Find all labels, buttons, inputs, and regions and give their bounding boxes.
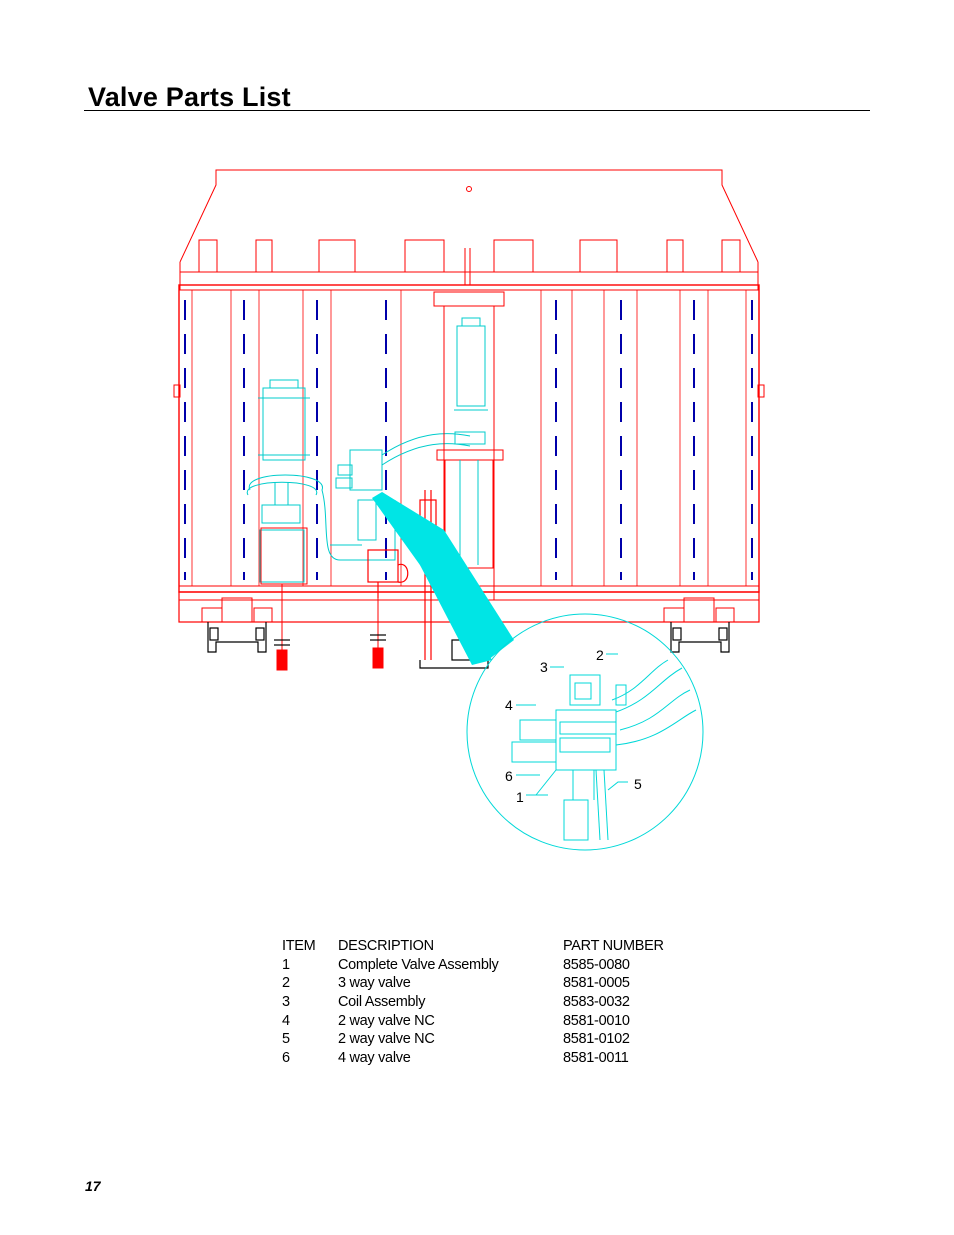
slat-marks [184, 300, 753, 580]
table-row: 6 4 way valve 8581-0011 [282, 1050, 693, 1069]
callout-3: 3 [540, 659, 548, 675]
parts-table: ITEM DESCRIPTION PART NUMBER 1 Complete … [282, 938, 693, 1069]
callout-1: 1 [516, 789, 524, 805]
row-description: Complete Valve Assembly [338, 956, 499, 973]
row-description: 2 way valve NC [338, 1012, 435, 1029]
row-part-number: 8581-0005 [563, 975, 630, 992]
row-part-number: 8581-0011 [563, 1050, 629, 1067]
row-item: 2 [282, 975, 290, 992]
row-part-number: 8581-0010 [563, 1012, 630, 1029]
table-row: 5 2 way valve NC 8581-0102 [282, 1031, 693, 1050]
callout-5: 5 [634, 776, 642, 792]
callout-2: 2 [596, 647, 604, 663]
row-part-number: 8581-0102 [563, 1031, 630, 1048]
row-part-number: 8585-0080 [563, 956, 630, 973]
callout-4: 4 [505, 697, 513, 713]
table-row: 1 Complete Valve Assembly 8585-0080 [282, 957, 693, 976]
detail-view [466, 613, 704, 851]
table-row: 4 2 way valve NC 8581-0010 [282, 1013, 693, 1032]
callout-6: 6 [505, 768, 513, 784]
header-item: ITEM [282, 938, 316, 954]
row-description: 4 way valve [338, 1050, 411, 1067]
page-number: 17 [85, 1178, 101, 1194]
header-description: DESCRIPTION [338, 938, 434, 954]
row-description: Coil Assembly [338, 994, 426, 1011]
table-row: 3 Coil Assembly 8583-0032 [282, 994, 693, 1013]
page-title: Valve Parts List [88, 82, 291, 112]
row-item: 6 [282, 1050, 290, 1067]
row-description: 2 way valve NC [338, 1031, 435, 1048]
row-item: 4 [282, 1012, 290, 1029]
row-description: 3 way valve [338, 975, 411, 992]
row-item: 1 [282, 956, 290, 973]
parts-table-header: ITEM DESCRIPTION PART NUMBER [282, 938, 693, 957]
row-part-number: 8583-0032 [563, 994, 630, 1011]
row-item: 5 [282, 1031, 290, 1048]
table-row: 2 3 way valve 8581-0005 [282, 975, 693, 994]
header-part-number: PART NUMBER [563, 938, 664, 954]
title-rule [84, 110, 870, 111]
row-item: 3 [282, 994, 290, 1011]
left-cylinder [246, 379, 341, 583]
